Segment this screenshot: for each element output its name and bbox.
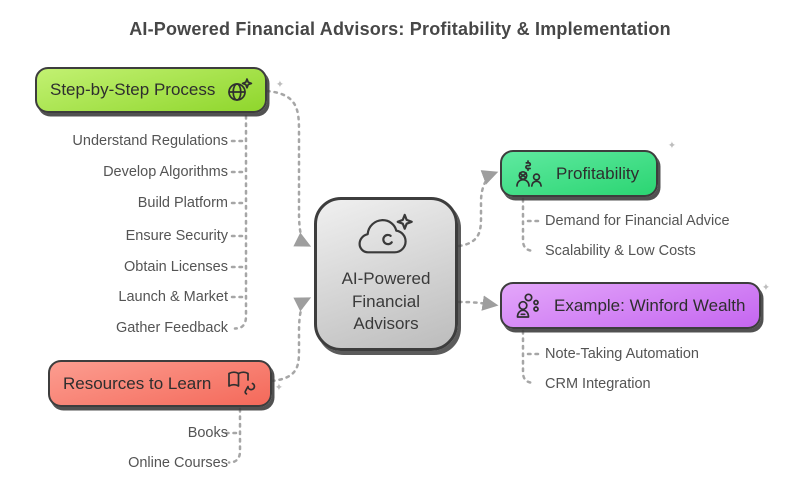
branch-process-label: Step-by-Step Process [50,80,216,99]
rail-profitability-items [521,197,537,253]
sparkle-decoration-icon: ✦ [275,79,285,91]
cloud-sparkle-icon [353,212,419,260]
rail-process-items [233,114,248,330]
globe-sparkle-icon [226,77,253,104]
profitability-item: Demand for Financial Advice [545,213,730,229]
process-item: Understand Regulations [72,133,228,149]
branch-resources: Resources to Learn [48,360,272,407]
sparkle-decoration-icon: ✦ [274,382,284,394]
branch-resources-label: Resources to Learn [63,373,212,393]
sparkle-decoration-icon: ✦ [761,282,771,294]
profitability-item: Scalability & Low Costs [545,243,696,259]
resources-item: Online Courses [128,455,228,471]
process-item: Obtain Licenses [124,259,228,275]
process-item: Gather Feedback [115,320,228,336]
resources-item: Books [187,425,228,441]
process-item: Ensure Security [125,228,228,244]
branch-example-label: Example: Winford Wealth [554,295,746,315]
center-node: AI-Powered Financial Advisors [314,197,458,351]
branch-example: Example: Winford Wealth [500,282,761,329]
open-book-icon [227,370,257,398]
people-dollar-icon [515,159,545,188]
branch-profitability: Profitability [500,150,658,197]
example-item: Note-Taking Automation [545,346,699,362]
connector-resources-center [270,297,312,383]
process-item: Develop Algorithms [103,164,228,180]
example-item: CRM Integration [545,376,651,392]
connector-center-example [457,295,499,311]
sparkle-decoration-icon: ✦ [667,140,677,152]
person-circles-icon [515,292,543,320]
connector-process-center [265,89,312,247]
rail-example-items [521,329,537,385]
branch-process: Step-by-Step Process [35,67,267,113]
diagram-title: AI-Powered Financial Advisors: Profitabi… [129,19,671,39]
branch-profitability-label: Profitability [556,163,640,183]
rail-resources-items [227,407,242,464]
center-node-label: AI-Powered Financial Advisors [341,269,431,334]
process-item: Build Platform [137,195,228,211]
process-item: Launch & Market [118,289,228,305]
connector-center-profitability [457,170,499,248]
